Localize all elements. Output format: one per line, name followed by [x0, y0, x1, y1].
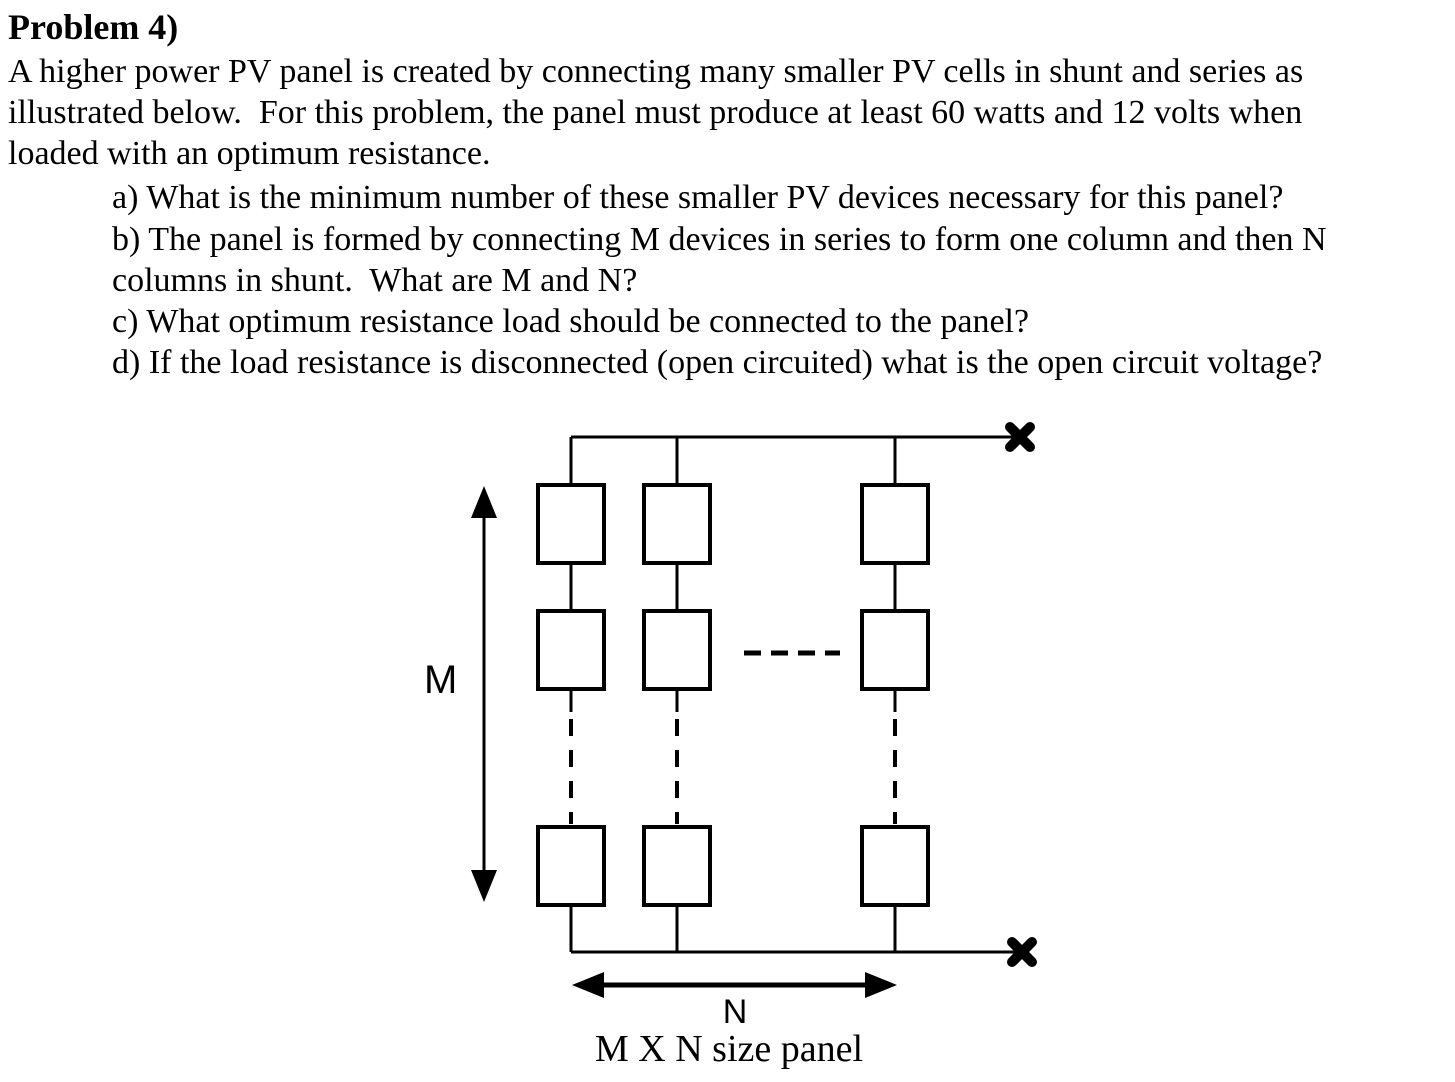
problem-item-d: d) If the load resistance is disconnecte… — [112, 344, 1323, 381]
pv-cell — [860, 825, 930, 907]
pv-cell — [642, 609, 712, 691]
pv-cell — [536, 609, 606, 691]
problem-item-a: a) What is the minimum number of these s… — [112, 179, 1284, 216]
problem-item-c: c) What optimum resistance load should b… — [112, 303, 1030, 340]
n-label: N — [722, 993, 748, 1031]
pv-cell — [860, 609, 930, 691]
pv-cell — [536, 825, 606, 907]
problem-intro-line-1: A higher power PV panel is created by co… — [8, 53, 1304, 90]
terminal-x-icon — [1005, 422, 1035, 452]
problem-intro-line-2: illustrated below. For this problem, the… — [8, 94, 1303, 131]
diagram-caption: M X N size panel — [594, 1028, 864, 1070]
m-label: M — [424, 658, 458, 702]
terminal-x-icon — [1007, 937, 1037, 967]
m-extent-arrow — [471, 486, 497, 902]
pv-cell — [642, 483, 712, 565]
pv-cell — [642, 825, 712, 907]
n-extent-arrow — [572, 972, 897, 998]
problem-item-b-line-2: columns in shunt. What are M and N? — [112, 262, 638, 299]
pv-cell — [536, 483, 606, 565]
problem-intro-line-3: loaded with an optimum resistance. — [8, 135, 491, 172]
problem-title: Problem 4) — [8, 7, 179, 47]
problem-item-b-line-1: b) The panel is formed by connecting M d… — [112, 221, 1327, 258]
pv-cell — [860, 483, 930, 565]
